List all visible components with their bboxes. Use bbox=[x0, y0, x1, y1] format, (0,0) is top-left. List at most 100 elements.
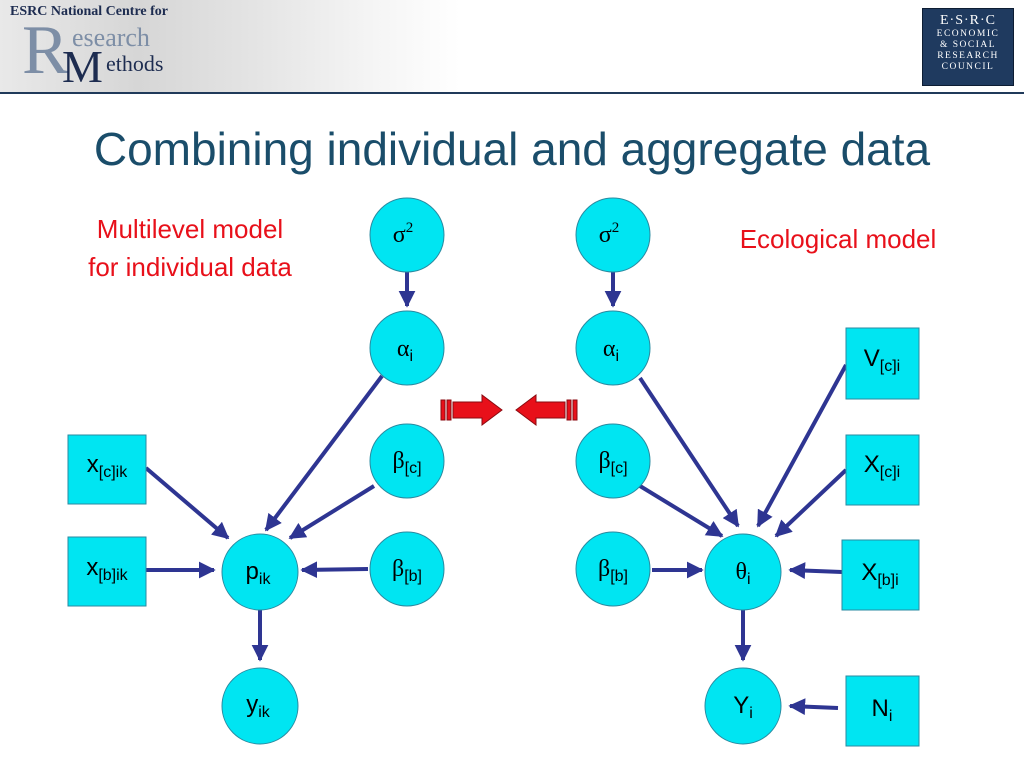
node-left-y-sub: ik bbox=[258, 704, 271, 721]
svg-text:V[c]i: V[c]i bbox=[864, 345, 900, 375]
node-right-beta-b: β[b] bbox=[575, 531, 651, 607]
edge-right-betac-theta bbox=[638, 484, 724, 538]
left-model-label: Multilevel model for individual data bbox=[52, 210, 328, 286]
esrc-logo-line: COUNCIL bbox=[941, 62, 995, 72]
svg-text:αi: αi bbox=[603, 336, 619, 365]
node-right-alpha-main: α bbox=[603, 336, 616, 362]
node-left-sigma: σ2 bbox=[369, 197, 445, 273]
box-left-xb-main: x bbox=[86, 554, 98, 581]
node-right-beta-c-sub: [c] bbox=[611, 460, 628, 477]
svg-text:σ2: σ2 bbox=[393, 220, 413, 248]
svg-text:αi: αi bbox=[397, 336, 413, 365]
node-right-beta-c: β[c] bbox=[575, 423, 651, 499]
node-right-Y-sub: i bbox=[749, 705, 753, 722]
node-left-beta-c-sub: [c] bbox=[405, 460, 422, 477]
node-right-beta-c-main: β bbox=[598, 448, 610, 474]
box-right-Xb-main: X bbox=[861, 559, 877, 586]
header-banner: ESRC National Centre for R esearch M eth… bbox=[0, 0, 1024, 92]
banner-photo bbox=[0, 0, 460, 92]
svg-text:pik: pik bbox=[246, 558, 272, 588]
svg-text:θi: θi bbox=[735, 559, 750, 588]
slide-title: Combining individual and aggregate data bbox=[93, 123, 931, 175]
edge-right-xc-theta bbox=[774, 468, 848, 538]
node-right-Y-main: Y bbox=[733, 692, 749, 719]
esrc-logo-top: E·S·R·C bbox=[940, 13, 996, 28]
box-left-xc-main: x bbox=[87, 451, 99, 478]
box-left-xc-sub: [c]ik bbox=[99, 464, 128, 481]
svg-text:β[c]: β[c] bbox=[392, 448, 421, 477]
svg-text:x[b]ik: x[b]ik bbox=[86, 554, 128, 584]
node-right-sigma-main: σ bbox=[599, 222, 612, 248]
box-right-Xb: X[b]i bbox=[841, 539, 920, 611]
node-left-sigma-main: σ bbox=[393, 222, 406, 248]
node-left-p-main: p bbox=[246, 558, 259, 585]
node-left-p: pik bbox=[221, 533, 299, 611]
svg-text:Yi: Yi bbox=[733, 692, 753, 722]
node-left-beta-b: β[b] bbox=[369, 531, 445, 607]
node-left-beta-b-sub: [b] bbox=[404, 568, 422, 585]
logo-letter-m: M bbox=[62, 41, 103, 92]
node-left-sigma-sup: 2 bbox=[406, 220, 414, 236]
node-left-alpha-main: α bbox=[397, 336, 410, 362]
box-left-xc: x[c]ik bbox=[67, 434, 147, 505]
edge-left-alpha-p bbox=[264, 374, 384, 532]
header-divider bbox=[0, 92, 1024, 94]
node-left-alpha-sub: i bbox=[410, 348, 414, 365]
left-model-label-line1: Multilevel model bbox=[96, 214, 284, 244]
logo-research-text: esearch bbox=[72, 23, 150, 52]
node-right-sigma-sup: 2 bbox=[612, 220, 620, 236]
box-right-Xc-sub: [c]i bbox=[880, 464, 900, 481]
node-left-beta-c-main: β bbox=[392, 448, 404, 474]
box-right-N: Ni bbox=[845, 675, 920, 747]
edge-right-N-Y bbox=[788, 698, 839, 716]
swap-arrow-right bbox=[440, 394, 503, 426]
node-right-beta-b-main: β bbox=[598, 556, 610, 582]
edge-right-xb-theta bbox=[788, 562, 843, 579]
svg-text:β[b]: β[b] bbox=[598, 556, 628, 585]
svg-text:σ2: σ2 bbox=[599, 220, 619, 248]
svg-text:β[b]: β[b] bbox=[392, 556, 422, 585]
left-model-label-line2: for individual data bbox=[88, 252, 292, 282]
node-right-Y: Yi bbox=[704, 667, 782, 745]
box-right-N-sub: i bbox=[889, 708, 893, 725]
esrc-logo-line: & SOCIAL bbox=[939, 40, 997, 50]
node-right-theta: θi bbox=[704, 533, 782, 611]
svg-text:yik: yik bbox=[246, 691, 271, 721]
node-right-sigma: σ2 bbox=[575, 197, 651, 273]
node-left-alpha: αi bbox=[369, 310, 445, 386]
esrc-logo-line: ECONOMIC bbox=[936, 29, 1000, 39]
node-left-y-main: y bbox=[246, 691, 258, 718]
box-left-xb-sub: [b]ik bbox=[98, 567, 128, 584]
esrc-logo-line: RESEARCH bbox=[937, 51, 999, 61]
node-left-beta-b-main: β bbox=[392, 556, 404, 582]
svg-text:β[c]: β[c] bbox=[598, 448, 627, 477]
right-model-label: Ecological model bbox=[739, 224, 937, 254]
esrc-logo: E·S·R·C ECONOMIC & SOCIAL RESEARCH COUNC… bbox=[922, 8, 1014, 86]
node-right-beta-b-sub: [b] bbox=[610, 568, 628, 585]
svg-text:Ni: Ni bbox=[872, 695, 893, 725]
node-right-theta-main: θ bbox=[735, 559, 747, 585]
svg-text:X[b]i: X[b]i bbox=[861, 559, 898, 589]
svg-text:x[c]ik: x[c]ik bbox=[87, 451, 128, 481]
box-right-N-main: N bbox=[872, 695, 889, 722]
edge-left-betac-p bbox=[288, 484, 376, 540]
box-right-V-sub: [c]i bbox=[880, 358, 900, 375]
svg-text:X[c]i: X[c]i bbox=[864, 451, 900, 481]
edge-left-xc-p bbox=[144, 466, 230, 540]
logo-methods-text: ethods bbox=[106, 51, 164, 76]
node-left-p-sub: ik bbox=[259, 571, 272, 588]
box-right-V: V[c]i bbox=[845, 327, 920, 400]
logo-letter-r: R bbox=[22, 12, 69, 89]
box-right-Xb-sub: [b]i bbox=[877, 572, 898, 589]
node-right-theta-sub: i bbox=[747, 571, 751, 588]
edge-right-v-theta bbox=[756, 364, 848, 528]
edge-left-betab-p bbox=[300, 561, 369, 579]
box-right-Xc-main: X bbox=[864, 451, 880, 478]
box-right-V-main: V bbox=[864, 345, 880, 372]
box-left-xb: x[b]ik bbox=[67, 536, 147, 607]
node-right-alpha: αi bbox=[575, 310, 651, 386]
node-right-alpha-sub: i bbox=[616, 348, 620, 365]
node-left-beta-c: β[c] bbox=[369, 423, 445, 499]
node-left-y: yik bbox=[221, 667, 299, 745]
